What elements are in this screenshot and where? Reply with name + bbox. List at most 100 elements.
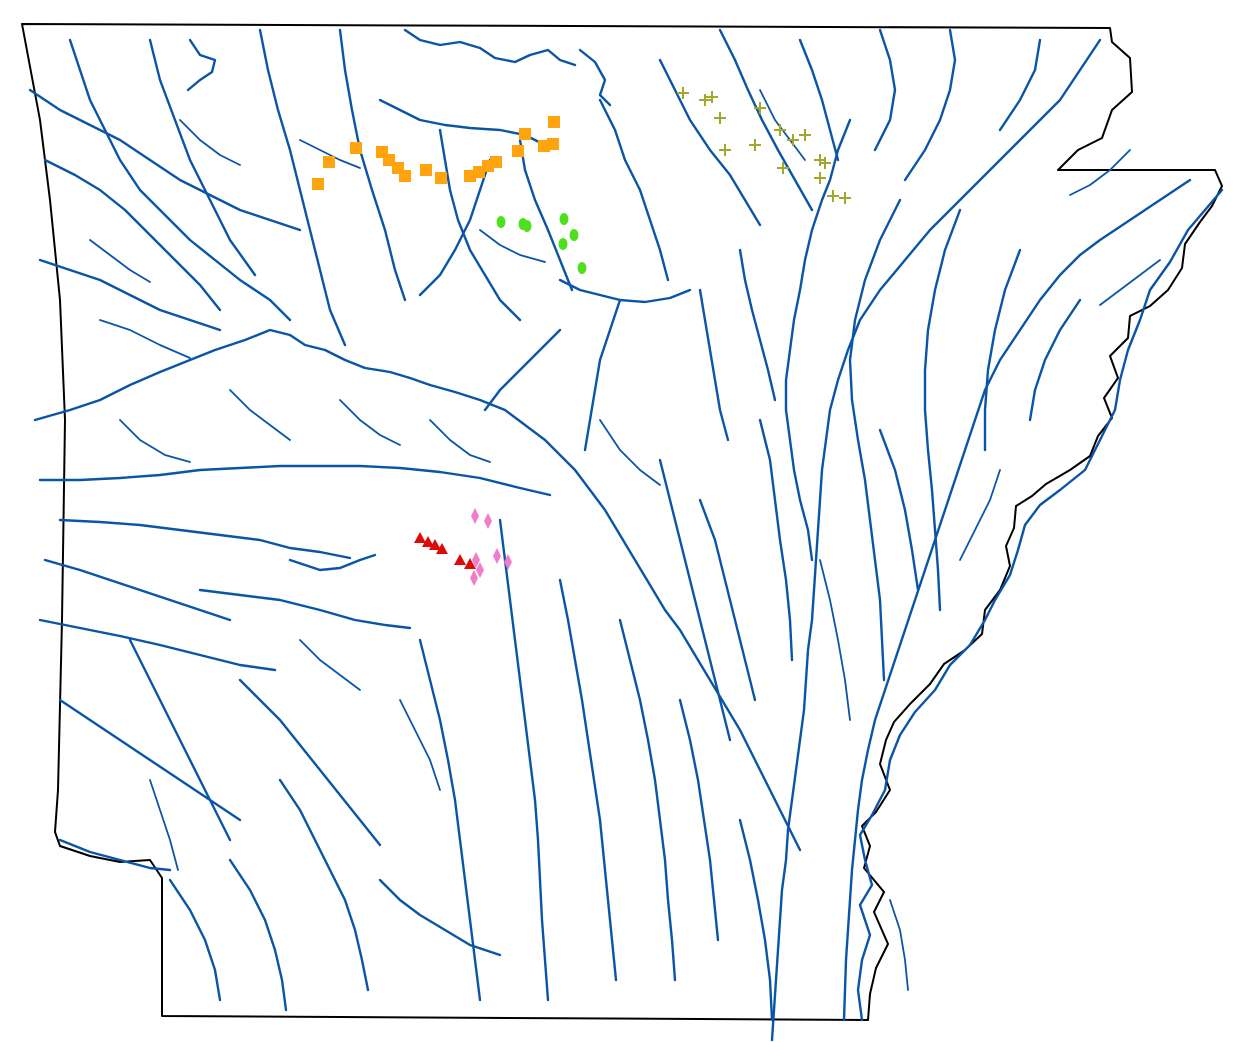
- triangle-marker: [414, 532, 426, 543]
- river: [338, 28, 407, 302]
- ellipse-marker: [496, 216, 506, 228]
- plus-marker: [814, 172, 826, 184]
- square-marker: [350, 142, 362, 154]
- diamond-marker: [471, 508, 479, 524]
- river: [698, 498, 757, 702]
- river: [288, 553, 377, 572]
- plus-marker: [827, 190, 839, 202]
- river: [518, 138, 574, 292]
- plus-marker: [777, 162, 789, 174]
- diamond-marker: [472, 552, 480, 568]
- river: [58, 518, 352, 560]
- river: [229, 389, 291, 441]
- ellipse-marker: [522, 220, 532, 232]
- river: [99, 319, 191, 359]
- river: [399, 699, 441, 791]
- plus-marker: [699, 94, 711, 106]
- river: [378, 878, 502, 957]
- diamond-marker: [476, 562, 484, 578]
- river: [483, 328, 562, 412]
- river: [43, 158, 222, 312]
- river: [923, 208, 962, 612]
- river: [198, 588, 412, 630]
- river: [58, 838, 172, 872]
- arkansas-river: [33, 328, 802, 852]
- river: [848, 198, 902, 682]
- river: [479, 229, 546, 263]
- square-marker: [399, 170, 411, 182]
- diamond-marker: [470, 570, 478, 586]
- river: [983, 248, 1022, 452]
- river: [418, 638, 482, 1002]
- diamond-marker: [504, 554, 512, 570]
- river: [618, 618, 677, 982]
- river: [678, 698, 720, 942]
- river: [842, 178, 1192, 1022]
- river: [498, 518, 550, 1002]
- river: [149, 779, 179, 871]
- triangle-marker: [464, 558, 476, 569]
- river: [258, 28, 347, 347]
- orange-square-markers: [312, 116, 560, 190]
- green-ellipse-markers: [496, 213, 587, 274]
- plus-marker: [839, 192, 851, 204]
- plus-marker: [754, 102, 766, 114]
- river: [299, 639, 361, 691]
- river: [903, 28, 957, 182]
- ellipse-marker: [558, 238, 568, 250]
- square-marker: [490, 156, 502, 168]
- plus-marker: [799, 129, 811, 141]
- square-marker: [548, 116, 560, 128]
- plus-marker: [774, 124, 786, 136]
- diamond-marker: [493, 548, 501, 564]
- triangle-marker: [429, 539, 441, 550]
- river: [873, 28, 897, 152]
- plus-marker: [787, 134, 799, 146]
- river: [28, 88, 302, 232]
- red-triangle-markers: [414, 532, 476, 569]
- ellipse-marker: [577, 262, 587, 274]
- river: [819, 559, 851, 721]
- river: [38, 618, 277, 672]
- plus-marker: [714, 112, 726, 124]
- ellipse-marker: [559, 213, 569, 225]
- river: [43, 558, 232, 622]
- state-border: [21, 23, 1223, 1021]
- mississippi-river: [856, 188, 1224, 1022]
- river: [278, 778, 370, 992]
- river: [168, 878, 222, 1002]
- river: [558, 278, 692, 304]
- river-network: [28, 28, 1224, 1042]
- river: [784, 118, 852, 562]
- river: [770, 38, 1102, 1042]
- river: [558, 578, 618, 982]
- river: [339, 399, 401, 446]
- river: [658, 58, 762, 227]
- river: [38, 464, 552, 497]
- river: [429, 419, 491, 463]
- river: [119, 419, 191, 463]
- olive-plus-markers: [677, 87, 851, 204]
- river: [698, 288, 730, 442]
- river: [89, 239, 151, 283]
- river: [228, 858, 288, 1012]
- river: [38, 258, 222, 332]
- river: [718, 28, 814, 212]
- square-marker: [420, 164, 432, 176]
- river: [583, 298, 622, 452]
- river: [598, 98, 670, 282]
- river: [1028, 298, 1082, 422]
- river: [148, 38, 257, 277]
- triangle-marker: [454, 554, 466, 565]
- river: [759, 89, 806, 161]
- square-marker: [547, 138, 559, 150]
- river: [599, 419, 661, 486]
- river: [889, 899, 909, 991]
- river: [878, 428, 920, 592]
- river: [1069, 149, 1131, 196]
- triangle-marker: [436, 543, 448, 554]
- river: [998, 38, 1042, 132]
- river: [798, 38, 840, 162]
- square-marker: [312, 178, 324, 190]
